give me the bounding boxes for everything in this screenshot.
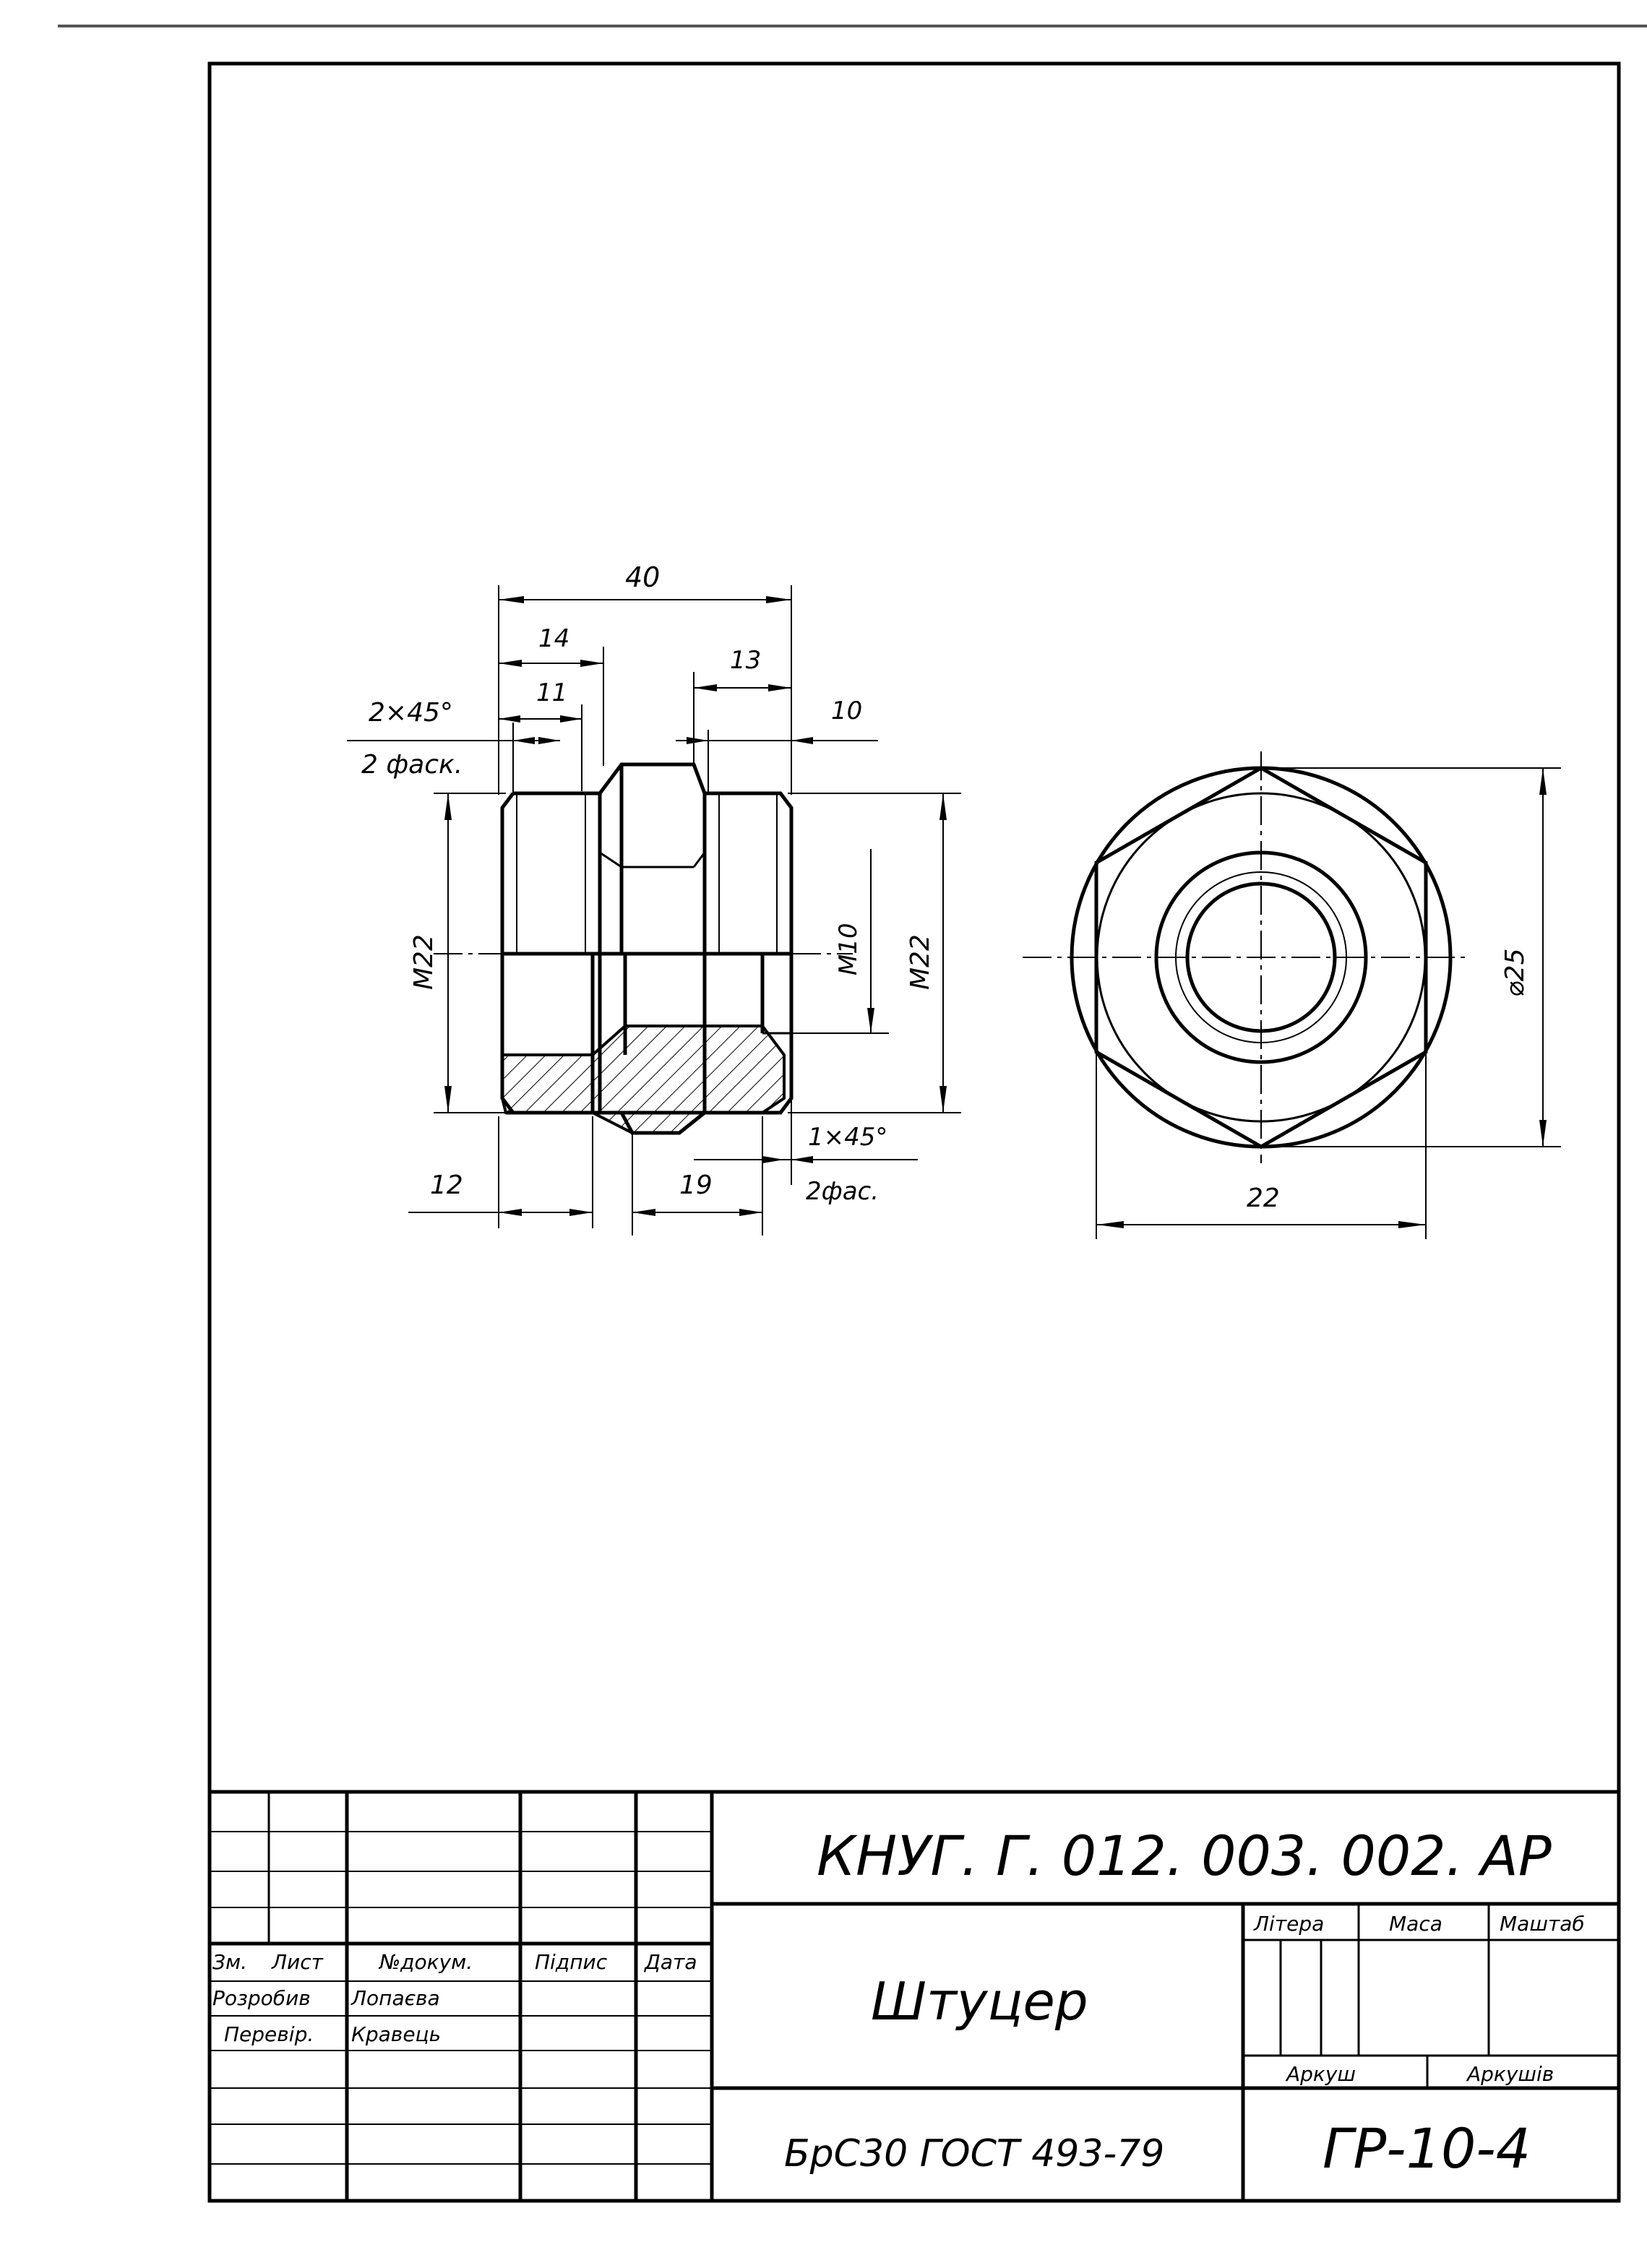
title-block: КНУГ. Г. 012. 003. 002. АР Штуцер БрС30 … bbox=[207, 1790, 1621, 2203]
arrow bbox=[867, 1008, 874, 1033]
col-mass: Маса bbox=[1389, 1912, 1442, 1936]
thread-inner-label: M10 bbox=[834, 923, 863, 975]
arrow bbox=[1539, 768, 1547, 795]
arrow bbox=[538, 737, 560, 744]
thread-left-label: M22 bbox=[409, 934, 439, 990]
arrow bbox=[632, 1209, 655, 1216]
row-checked: Перевір. bbox=[224, 2022, 314, 2046]
arrow bbox=[739, 1209, 762, 1216]
chamfer-circle bbox=[1096, 792, 1427, 1123]
front-view: 40 14 11 2×45° 2 фаск. 13 10 bbox=[347, 561, 961, 1236]
side-view: ⌀25 22 bbox=[1023, 751, 1561, 1239]
arrow bbox=[768, 684, 791, 691]
arrow bbox=[762, 1156, 784, 1163]
chamfer-right-label: 1×45° bbox=[808, 1123, 887, 1152]
diameter-label: ⌀25 bbox=[1500, 949, 1530, 997]
col-date: Дата bbox=[643, 1950, 697, 1974]
dim-19: 19 bbox=[679, 1170, 713, 1200]
arrow bbox=[580, 660, 603, 667]
chamfer-left-count: 2 фаск. bbox=[361, 750, 463, 780]
across-flats-label: 22 bbox=[1247, 1183, 1280, 1213]
section-hatch bbox=[501, 1025, 786, 1134]
dim-12: 12 bbox=[430, 1170, 463, 1200]
arrow bbox=[1539, 1120, 1547, 1147]
arrow bbox=[1096, 1221, 1124, 1228]
material: БрС30 ГОСТ 493-79 bbox=[784, 2132, 1164, 2176]
col-change: Зм. bbox=[212, 1950, 247, 1974]
arrow bbox=[766, 596, 791, 603]
arrow bbox=[499, 715, 520, 723]
arrow bbox=[569, 1209, 593, 1216]
document-designation: КНУГ. Г. 012. 003. 002. АР bbox=[817, 1824, 1552, 1888]
arrow bbox=[513, 737, 535, 744]
title-block-frame bbox=[207, 1790, 1621, 2203]
col-scale: Маштаб bbox=[1500, 1912, 1585, 1936]
arrow bbox=[499, 1209, 522, 1216]
col-sheets-total: Аркушів bbox=[1466, 2062, 1554, 2086]
chamfer-right-count: 2фас. bbox=[806, 1177, 879, 1206]
arrow bbox=[694, 684, 717, 691]
developer-name: Лопаєва bbox=[351, 1986, 440, 2010]
col-literal: Літера bbox=[1253, 1912, 1324, 1936]
arrow bbox=[791, 1156, 813, 1163]
arrow bbox=[687, 737, 708, 744]
dim-11: 11 bbox=[536, 678, 567, 707]
thread-outer-circle bbox=[1154, 850, 1368, 1064]
thread-right-label: M22 bbox=[906, 934, 935, 990]
bore-circle bbox=[1185, 881, 1337, 1033]
hex-face-line bbox=[692, 852, 706, 868]
dim-10: 10 bbox=[831, 697, 862, 725]
arrow bbox=[560, 715, 582, 723]
dim-40: 40 bbox=[625, 561, 660, 593]
arrow bbox=[444, 793, 452, 820]
arrow bbox=[444, 1086, 452, 1113]
arrow bbox=[939, 1086, 947, 1113]
chamfer-left-label: 2×45° bbox=[369, 698, 453, 728]
dim-13: 13 bbox=[730, 646, 761, 675]
row-developed: Розробив bbox=[212, 1986, 311, 2010]
hex-face-line bbox=[599, 851, 622, 868]
drawing-code: ГР-10-4 bbox=[1323, 2116, 1531, 2181]
checker-name: Кравець bbox=[351, 2022, 441, 2046]
thread-minor-circle bbox=[1175, 871, 1347, 1043]
dim-14: 14 bbox=[538, 624, 569, 653]
arrow bbox=[499, 596, 524, 603]
arrow bbox=[939, 793, 947, 820]
arrow bbox=[1398, 1221, 1426, 1228]
col-sheet-number: Аркуш bbox=[1285, 2062, 1356, 2086]
col-sign: Підпис bbox=[535, 1950, 608, 1974]
arrow bbox=[499, 660, 522, 667]
part-name: Штуцер bbox=[871, 1971, 1088, 2032]
col-doc: №докум. bbox=[378, 1950, 473, 1974]
col-sheet: Лист bbox=[271, 1950, 324, 1974]
arrow bbox=[791, 737, 813, 744]
